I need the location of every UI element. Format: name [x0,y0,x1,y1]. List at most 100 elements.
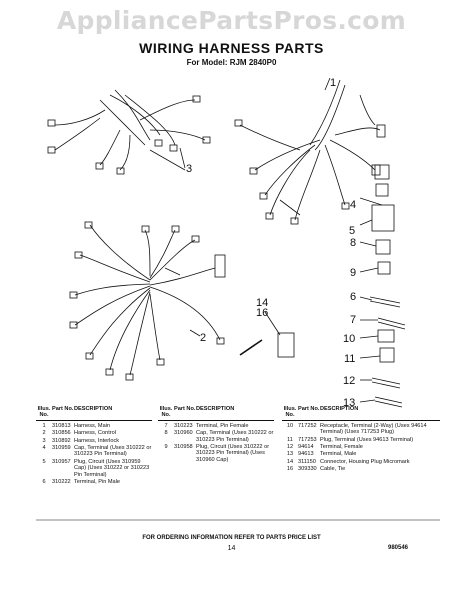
table-row: 13 94613 Terminal, Male [282,451,440,457]
parts-table-col-3: Illus. No. Part No. DESCRIPTION 10 717252… [282,406,440,474]
part-no: 94614 [298,444,314,451]
part-no: 310223 [174,422,193,429]
illus-no: 8 [164,430,168,437]
description: Plug, Circuit (Uses 310959 Cap) (Uses 31… [74,458,150,478]
header-part-no: Part No. [174,406,196,412]
callout-16: 16 [256,307,268,319]
description: Harness, Interlock [74,437,120,444]
callout-11: 11 [344,353,355,365]
callout-10: 10 [343,333,355,345]
part-no: 717253 [298,436,317,443]
header-description: DESCRIPTION [196,406,235,412]
callout-4: 4 [350,199,356,211]
connector-parts [369,164,406,408]
table-row: 12 94614 Terminal, Female [282,444,440,450]
description: Plug, Circuit (Uses 310222 or 310223 Pin… [196,444,270,463]
description: Cap, Terminal (Uses 310222 or 310223 Pin… [74,445,152,458]
header-illus-no: Illus. No. [37,406,51,419]
leader-lines [179,77,383,403]
header-illus-no: Illus. No. [283,406,297,419]
control-harness [69,221,226,381]
illus-no: 16 [286,466,294,473]
part-no: 94613 [298,451,314,458]
description: Cable, Tie [320,466,346,473]
illus-no: 4 [42,445,46,452]
callout-6: 6 [350,291,356,303]
part-no: 310957 [52,458,71,465]
part-no: 310892 [52,437,71,444]
callout-5: 5 [349,225,355,237]
illus-no: 6 [42,479,46,486]
part-no: 310813 [52,422,71,429]
header-illus-no: Illus. No. [159,406,173,419]
part-no: 717252 [298,422,317,429]
illus-no: 5 [42,458,46,465]
header-part-no: Part No. [298,406,320,412]
table-header: Illus. No. Part No. DESCRIPTION [36,406,152,421]
table-header: Illus. No. Part No. DESCRIPTION [282,406,440,421]
header-description: DESCRIPTION [74,406,113,412]
illus-no: 3 [42,437,46,444]
description: Terminal, Male [320,451,357,458]
callout-14: 14 [256,297,268,309]
illus-no: 2 [42,430,46,437]
description: Terminal, Pin Male [74,479,121,486]
interlock-harness [47,89,211,175]
part-no: 311150 [298,458,316,465]
illus-no: 11 [287,436,293,443]
description: Connector, Housing Plug Micromark [320,458,410,465]
part-no: 310856 [52,430,71,437]
callout-9: 9 [350,267,356,279]
callout-12: 12 [343,375,355,387]
main-harness [234,79,386,225]
part-no: 310222 [52,479,71,486]
callout-2: 2 [200,332,206,344]
illus-no: 1 [42,422,46,429]
watermark: AppliancePartsPros.com [56,6,407,35]
callout-13: 13 [343,397,355,409]
header-description: DESCRIPTION [320,406,359,412]
table-header: Illus. No. Part No. DESCRIPTION [158,406,274,421]
callout-labels: 3 1 2 4 5 8 9 6 7 10 11 12 13 14 16 [186,77,356,409]
illus-no: 13 [286,451,294,458]
part-no: 310958 [174,444,193,451]
illus-no: 10 [286,422,294,429]
part-no: 310959 [52,445,71,452]
description: Harness, Main [74,422,111,429]
callout-3: 3 [186,163,192,175]
model-subtitle: For Model: RJM 2840P0 [186,58,277,67]
table-row: 14 311150 Connector, Housing Plug Micromar… [282,459,440,465]
illus-no: 12 [286,444,294,451]
description: Terminal, Female [320,444,363,451]
callout-7: 7 [350,314,356,326]
page-title: WIRING HARNESS PARTS [139,40,324,56]
description: Terminal, Pin Female [196,422,249,429]
page-number: 14 [227,545,236,552]
part-no: 309330 [298,466,317,473]
part-no: 310960 [174,430,193,437]
description: Cap, Terminal (Uses 310222 or 310223 Pin… [196,430,274,443]
description: Harness, Control [74,430,116,437]
callout-8: 8 [350,237,356,249]
callout-1: 1 [330,77,336,89]
description: Plug, Terminal (Uses 94613 Terminal) [320,436,414,443]
header-part-no: Part No. [52,406,74,412]
ordering-note: FOR ORDERING INFORMATION REFER TO PARTS … [142,535,321,541]
description: Receptacle, Terminal (2-Way) (Uses 94614… [320,422,427,436]
illus-no: 14 [286,458,294,465]
